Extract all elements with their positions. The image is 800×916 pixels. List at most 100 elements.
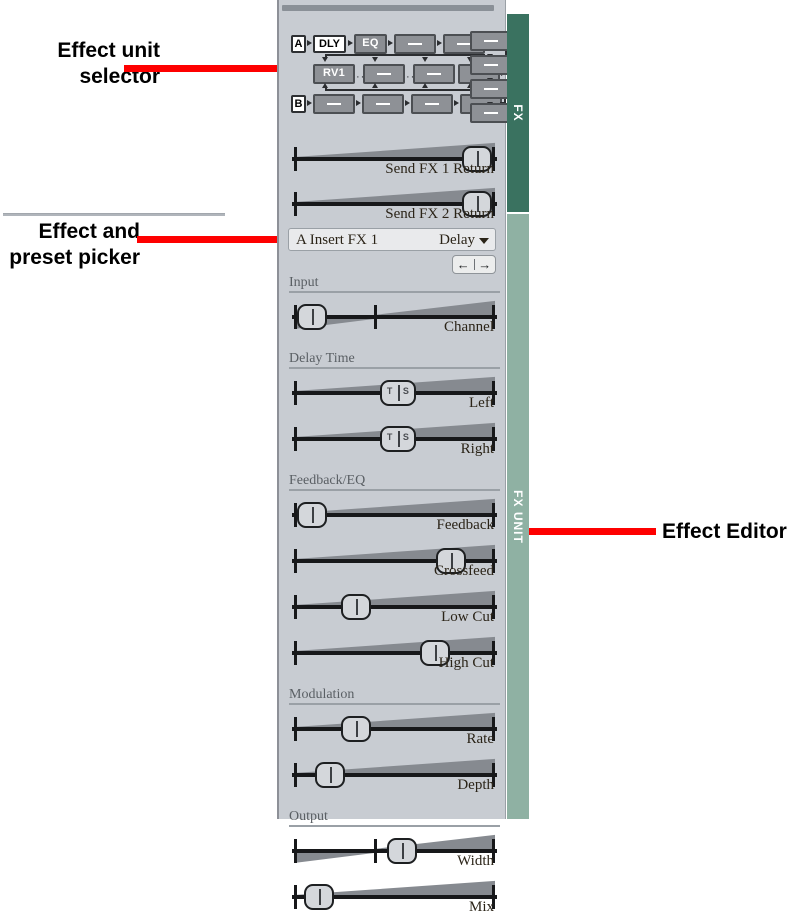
matrix-slot-a-0[interactable]: DLY (313, 35, 346, 53)
slider-track[interactable] (292, 651, 497, 655)
thumb-indicator-line (450, 553, 453, 569)
param-slider-depth[interactable]: Depth (289, 755, 500, 793)
slider-label: Depth (457, 777, 494, 793)
slider-max-tick (492, 381, 495, 405)
param-slider-feedback[interactable]: Feedback (289, 495, 500, 533)
param-slider-crossfeed[interactable]: Crossfeed (289, 541, 500, 579)
matrix-slot-b-2[interactable] (411, 94, 453, 114)
tab-fx[interactable]: FX (507, 14, 529, 212)
slider-thumb[interactable] (341, 594, 371, 620)
panel-divider (3, 213, 225, 216)
matrix-slot-a-2[interactable] (394, 34, 436, 54)
slider-min-tick (294, 641, 297, 665)
matrix-slot-mid-2[interactable] (413, 64, 455, 84)
annotation-leader-line-1 (124, 65, 278, 72)
send-return-slider-2[interactable]: Send FX 2 Return (289, 184, 500, 222)
slider-label: Left (469, 395, 494, 411)
slider-min-tick (294, 885, 297, 909)
thumb-tempo-label: T (386, 432, 393, 442)
annotation-line-1: Effect unit (57, 39, 160, 62)
slider-thumb[interactable] (435, 548, 466, 574)
preset-nav-buttons[interactable]: ← → (452, 255, 496, 274)
slider-track[interactable] (292, 559, 497, 563)
group-header-input: Input (289, 275, 500, 295)
thumb-tempo-label: T (386, 386, 393, 396)
group-underline (289, 367, 500, 369)
group-title: Input (289, 275, 319, 290)
slider-track[interactable] (292, 773, 497, 777)
slider-thumb[interactable] (297, 502, 328, 528)
slider-max-tick (492, 595, 495, 619)
slider-track[interactable] (292, 315, 497, 319)
thumb-indicator-line (312, 309, 315, 325)
send-return-slider-1[interactable]: Send FX 1 Return (289, 139, 500, 177)
arrow-up-icon (422, 83, 428, 88)
thumb-indicator-line (434, 645, 437, 661)
slider-value-wedge (294, 712, 495, 727)
thumb-indicator-line (476, 151, 479, 167)
preset-next-button[interactable]: → (478, 257, 492, 272)
param-slider-channel[interactable]: Channel (289, 297, 500, 335)
slider-track[interactable] (292, 202, 497, 206)
slider-value-wedge (294, 590, 495, 605)
annotation-leader-line-2 (137, 236, 278, 243)
tab-fx-unit[interactable]: FX UNIT (507, 214, 529, 819)
slider-track[interactable] (292, 513, 497, 517)
param-slider-low-cut[interactable]: Low Cut (289, 587, 500, 625)
matrix-slot-b-1[interactable] (362, 94, 404, 114)
slider-thumb[interactable] (419, 640, 450, 666)
param-slider-high-cut[interactable]: High Cut (289, 633, 500, 671)
annotation-leader-line-3 (521, 528, 656, 535)
slider-track[interactable] (292, 605, 497, 609)
annotation-effect-preset-picker: Effect and preset picker (0, 219, 140, 272)
empty-slot-icon (457, 43, 471, 45)
slider-min-tick (294, 839, 297, 863)
horizontal-scrollbar[interactable] (282, 5, 494, 11)
matrix-dots: ·· (356, 71, 366, 83)
matrix-slot-b-0[interactable] (313, 94, 355, 114)
param-slider-rate[interactable]: Rate (289, 709, 500, 747)
arrow-right-icon (348, 40, 353, 46)
slider-max-tick (492, 427, 495, 451)
slider-thumb[interactable] (297, 304, 328, 330)
chevron-down-icon[interactable] (479, 238, 489, 244)
annotation-line-2: preset picker (9, 246, 140, 270)
group-title: Modulation (289, 687, 355, 702)
slider-thumb[interactable] (314, 762, 345, 788)
tab-fx-label: FX (511, 104, 525, 122)
effect-unit-routing-matrix[interactable]: A DLY EQ RV1 ·· ·· + B (291, 26, 527, 118)
empty-slot-icon (484, 112, 498, 114)
slider-track[interactable] (292, 157, 497, 161)
slider-min-tick (294, 192, 297, 216)
slider-max-tick (492, 147, 495, 171)
group-underline (289, 489, 500, 491)
matrix-send-slot-1[interactable] (470, 55, 512, 75)
slider-thumb[interactable] (341, 716, 371, 742)
slider-thumb[interactable] (304, 884, 335, 910)
slider-min-tick (294, 763, 297, 787)
slider-thumb[interactable] (386, 838, 417, 864)
matrix-slot-mid-1[interactable] (363, 64, 405, 84)
arrow-right-icon (437, 40, 442, 46)
effect-preset-picker[interactable]: A Insert FX 1 Delay (288, 228, 496, 251)
slider-label: Crossfeed (434, 563, 494, 579)
matrix-send-slot-0[interactable] (470, 31, 512, 51)
slider-track[interactable] (292, 727, 497, 731)
group-title: Delay Time (289, 351, 355, 366)
slider-max-tick (492, 305, 495, 329)
slider-thumb[interactable] (461, 191, 492, 217)
thumb-indicator-line (329, 767, 332, 783)
slider-min-tick (294, 595, 297, 619)
matrix-send-slot-3[interactable] (470, 103, 512, 123)
matrix-slot-a-1[interactable]: EQ (354, 34, 387, 54)
param-slider-mix[interactable]: Mix (289, 877, 500, 915)
matrix-send-slot-2[interactable] (470, 79, 512, 99)
slider-thumb[interactable] (461, 146, 492, 172)
matrix-slot-mid-0[interactable]: RV1 (313, 64, 355, 84)
param-slider-width[interactable]: Width (289, 831, 500, 869)
preset-prev-button[interactable]: ← (456, 257, 470, 272)
